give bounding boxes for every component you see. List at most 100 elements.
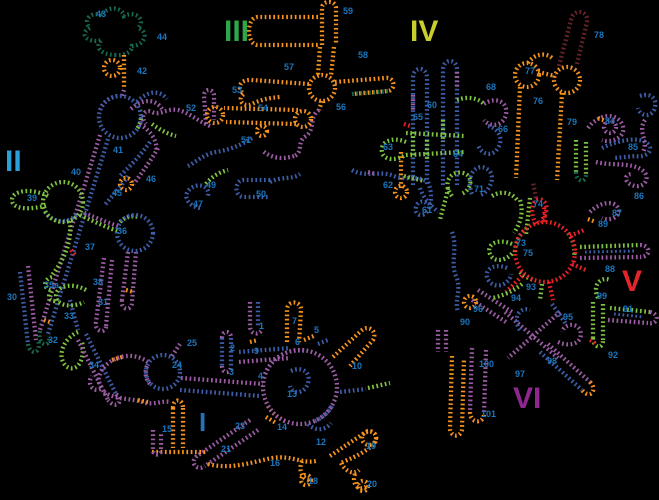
rna-strand [312,404,334,425]
rna-strand [170,398,186,409]
residue-number-label: 38 [93,277,103,287]
residue-number-label: 34 [89,360,99,370]
residue-number-label: 40 [71,167,81,177]
residue-number-label: 7 [292,316,297,326]
rna-strand [367,169,377,177]
rna-strand [405,130,465,139]
residue-number-label: 13 [287,389,297,399]
rna-strand [306,421,333,432]
loop-circle [254,123,270,139]
rna-strand [595,159,649,189]
rna-strand [207,455,317,469]
domain-label: V [622,265,642,298]
rna-strand [97,93,121,111]
rna-strand [526,52,554,65]
residue-number-label: 2 [230,343,235,353]
rna-strand [303,334,315,342]
rna-strand [143,365,152,386]
residue-number-label: 33 [64,311,74,321]
rna-strand [601,137,653,161]
residue-number-label: 10 [352,361,362,371]
loop-circle [114,212,156,254]
loop-circle [260,347,340,427]
residue-number-label: 57 [284,62,294,72]
rna-strand [487,239,515,263]
rna-strand [43,317,51,325]
residue-number-label: 46 [146,174,156,184]
residue-number-label: 99 [597,291,607,301]
loop-circle [204,104,226,126]
residue-number-label: 79 [567,117,577,127]
rna-strand [647,309,659,326]
residue-number-label: 88 [605,264,615,274]
rna-strand [554,92,565,181]
rna-strand [573,171,589,183]
rna-strand [69,248,78,258]
rna-strand [150,122,177,139]
residue-number-label: 36 [117,226,127,236]
residue-number-label: 54 [258,103,268,113]
rna-strand [456,95,486,106]
residue-number-label: 14 [277,422,287,432]
rna-strand [50,220,73,277]
rna-strand [467,165,494,198]
loop-circle [601,118,619,136]
residue-number-label: 71 [474,184,484,194]
rna-strand [132,146,160,186]
rna-strand [587,216,597,225]
rna-strand [292,108,321,158]
rna-strand [379,137,408,162]
residue-number-label: 58 [358,50,368,60]
rna-strand [84,333,118,395]
rna-strand [53,283,88,308]
loop-circle [355,478,371,494]
residue-number-label: 32 [48,335,58,345]
rna-strand [546,281,556,301]
loop-circle [143,352,183,392]
residue-number-label: 87 [612,208,622,218]
residue-number-label: 35a [44,280,60,290]
residue-number-label: 49 [206,180,216,190]
residue-number-label: 6 [295,337,300,347]
domain-label: VI [513,382,541,415]
rna-strand [260,148,295,161]
rna-strand [287,367,311,395]
residue-number-label: 31 [98,297,108,307]
rna-strand [351,473,369,491]
residue-number-label: 41 [113,145,123,155]
residue-number-label: 1 [259,321,264,331]
rna-strand [537,69,556,79]
residue-number-label: 53 [232,85,242,95]
rna-strand [512,199,524,235]
loop-circle [359,428,379,448]
rna-strand [445,170,473,198]
rna-strand [588,338,598,346]
rna-strand [613,312,645,319]
residue-number-label: 18 [308,476,318,486]
loop-circle [298,472,314,488]
loop-circle [512,60,542,90]
rna-strand [76,339,110,401]
residue-number-label: 91 [623,304,633,314]
rna-strand [593,276,611,299]
residue-number-label: 65 [413,112,423,122]
domain-label: II [5,145,22,178]
residue-number-label: 63 [383,142,393,152]
residue-number-label: 24 [172,360,182,370]
domain-label: I [199,407,206,437]
rna-strand [541,205,548,223]
residue-number-label: 90 [460,317,470,327]
residue-number-label: 4 [258,371,263,381]
residue-number-label: 96 [473,304,483,314]
rna-strand [579,242,641,250]
loop-circle [117,175,135,193]
residue-number-label: 5 [314,325,319,335]
residue-number-label: 77 [525,66,535,76]
rna-strand [17,271,31,345]
residue-number-label: 9 [254,346,259,356]
rna-strand [484,264,514,288]
residue-number-label: 21 [221,444,231,454]
rna-strand [351,88,391,97]
rna-strand [328,46,337,77]
